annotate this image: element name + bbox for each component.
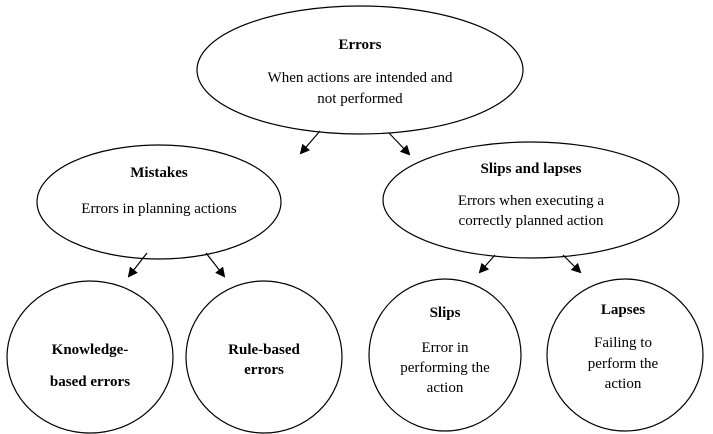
slips-and-lapses-description-line-2: correctly planned action xyxy=(458,213,604,229)
errors-description-line-2: not performed xyxy=(317,91,403,107)
rule-based-errors-node xyxy=(185,280,343,434)
arrow-slips-and-lapses-to-lapses xyxy=(562,254,582,274)
slips-node xyxy=(368,278,522,432)
lapses-node xyxy=(546,278,704,432)
lapses-title: Lapses xyxy=(600,302,646,318)
arrow-mistakes-to-knowledge xyxy=(127,252,148,278)
errors-description-line-1: When actions are intended and xyxy=(267,70,453,86)
slips-and-lapses-node xyxy=(382,141,680,259)
knowledge-based-errors-line-2: based errors xyxy=(49,374,131,390)
mistakes-description: Errors in planning actions xyxy=(81,201,237,217)
errors-title: Errors xyxy=(338,37,382,53)
arrow-slips-and-lapses-to-slips xyxy=(478,254,496,274)
lapses-description-line-3: action xyxy=(604,376,642,392)
errors-node xyxy=(196,5,524,135)
slips-description-line-2: performing the xyxy=(400,360,490,376)
mistakes-node xyxy=(36,144,282,260)
mistakes-title: Mistakes xyxy=(130,165,188,181)
slips-description-line-3: action xyxy=(426,380,464,396)
lapses-description-line-2: perform the xyxy=(587,356,659,372)
knowledge-based-errors-line-1: Knowledge- xyxy=(51,342,129,358)
knowledge-based-errors-node xyxy=(6,280,174,434)
arrow-errors-to-mistakes xyxy=(299,130,321,155)
arrow-errors-to-slips-and-lapses xyxy=(388,132,411,156)
rule-based-errors-line-2: errors xyxy=(244,362,284,378)
rule-based-errors-line-1: Rule-based xyxy=(228,342,300,358)
lapses-description-line-1: Failing to xyxy=(594,335,652,351)
arrow-mistakes-to-rule xyxy=(205,252,226,278)
slips-title: Slips xyxy=(429,305,461,321)
slips-and-lapses-description-line-1: Errors when executing a xyxy=(457,193,605,209)
slips-description-line-1: Error in xyxy=(421,340,469,356)
slips-and-lapses-title: Slips and lapses xyxy=(480,161,582,177)
